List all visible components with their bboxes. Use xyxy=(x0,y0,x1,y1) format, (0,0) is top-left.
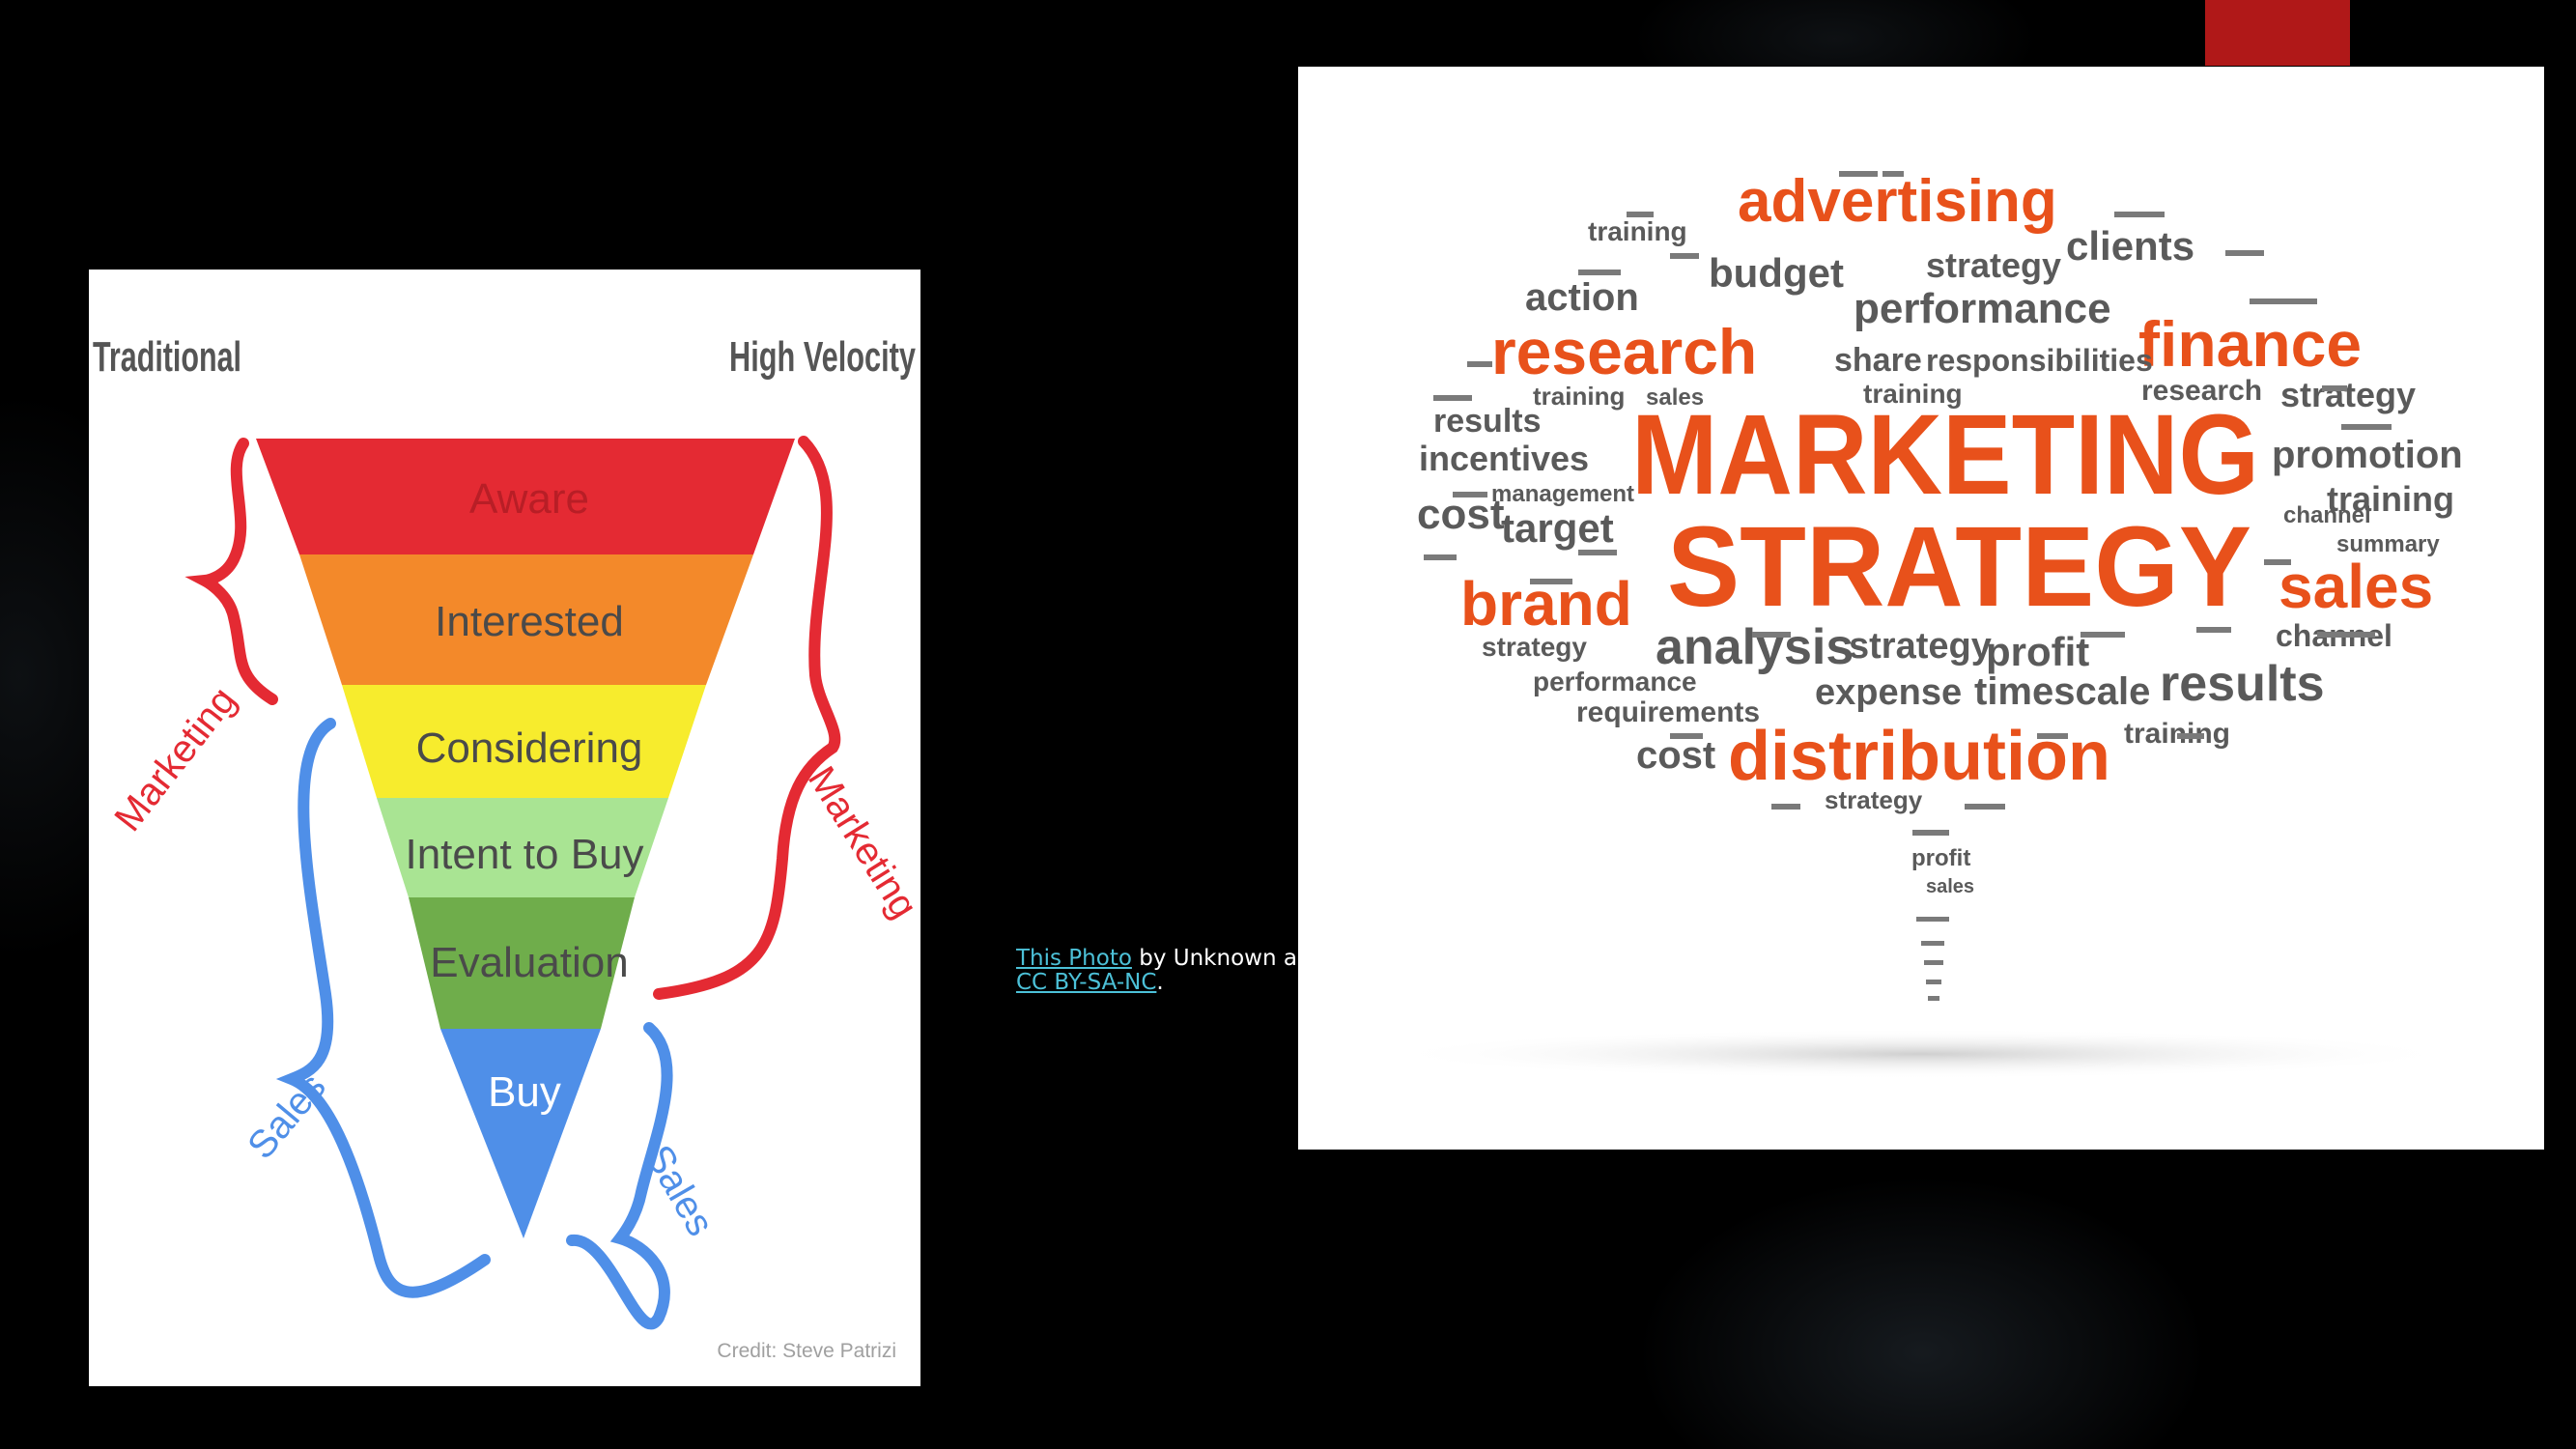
word-clients: clients xyxy=(2066,223,2194,269)
word-sales: sales xyxy=(1646,384,1704,411)
funnel-band-buy xyxy=(440,1029,601,1238)
cloud-shadow xyxy=(1380,1029,2462,1079)
word-distribution: distribution xyxy=(1728,718,2110,795)
headline-strategy: STRATEGY xyxy=(1667,503,2251,631)
word-performance: performance xyxy=(1854,285,2111,332)
word-training: training xyxy=(1533,382,1625,411)
word-budget: budget xyxy=(1709,250,1844,296)
funnel-band-evaluation xyxy=(409,897,635,1029)
photo-attribution: This Photo by Unknown au CC BY-SA-NC. xyxy=(1016,947,1298,995)
word-cloud: advertising clients training budget stra… xyxy=(1380,168,2463,1079)
filler-words xyxy=(1424,171,2392,1001)
word-advertising: advertising xyxy=(1738,168,2057,235)
word-cost: cost xyxy=(1636,734,1715,777)
word-cloud-image[interactable]: advertising clients training budget stra… xyxy=(1298,67,2544,1150)
left-marketing-brace xyxy=(184,438,278,705)
word-target: target xyxy=(1501,505,1614,551)
right-sales-label: Sales xyxy=(637,1138,722,1243)
left-marketing-label: Marketing xyxy=(106,679,244,838)
high-velocity-heading: High Velocity xyxy=(729,333,916,381)
word-sales: sales xyxy=(2279,552,2433,621)
word-training: training xyxy=(1863,379,1963,409)
stage-label: Aware xyxy=(469,475,589,523)
license-link[interactable]: CC BY-SA-NC xyxy=(1016,970,1157,995)
traditional-heading: Traditional xyxy=(93,333,241,381)
word-channel: channel xyxy=(2283,502,2371,528)
stage-label: Interested xyxy=(435,598,624,645)
funnel-image[interactable]: Traditional High Velocity Aware Interest… xyxy=(89,270,920,1386)
word-research: research xyxy=(1491,316,1757,387)
attribution-text: by Unknown au xyxy=(1131,947,1298,971)
right-sales-brace xyxy=(566,1022,673,1330)
funnel-band-aware xyxy=(256,439,795,554)
word-results: results xyxy=(1433,403,1542,440)
funnel-band-intent xyxy=(377,798,668,897)
left-sales-brace xyxy=(275,718,491,1298)
word-research: research xyxy=(2141,375,2262,407)
word-profit: profit xyxy=(1911,845,1970,871)
right-marketing-label: Marketing xyxy=(800,759,920,925)
stage-label: Evaluation xyxy=(430,939,628,986)
word-cost: cost xyxy=(1417,491,1505,538)
word-strategy: strategy xyxy=(1825,785,1923,814)
stage-label: Buy xyxy=(488,1068,561,1116)
word-training: training xyxy=(2327,479,2454,519)
word-incentives: incentives xyxy=(1419,439,1589,478)
word-expense: expense xyxy=(1815,672,1962,713)
word-requirements: requirements xyxy=(1576,696,1760,728)
word-promotion: promotion xyxy=(2272,434,2463,476)
headline-marketing: MARKETING xyxy=(1631,391,2259,519)
word-strategy: strategy xyxy=(1482,632,1587,662)
word-performance: performance xyxy=(1533,667,1697,696)
word-training: training xyxy=(1588,216,1687,246)
word-analysis: analysis xyxy=(1656,619,1854,675)
funnel-band-interested xyxy=(299,554,753,685)
accent-tab xyxy=(2205,0,2350,66)
word-responsibilities: responsibilities xyxy=(1926,343,2153,378)
funnel-band-considering xyxy=(342,685,706,798)
word-strategy: strategy xyxy=(1849,626,1992,667)
word-strategy: strategy xyxy=(1926,245,2061,285)
word-results: results xyxy=(2160,656,2325,712)
word-management: management xyxy=(1491,481,1634,507)
word-profit: profit xyxy=(1986,629,2089,674)
funnel-diagram: Traditional High Velocity Aware Interest… xyxy=(93,333,920,1362)
stage-label: Intent to Buy xyxy=(405,831,643,878)
right-marketing-brace xyxy=(653,436,841,1000)
word-strategy: strategy xyxy=(2280,375,2416,414)
word-timescale: timescale xyxy=(1974,670,2150,713)
stage-label: Considering xyxy=(416,724,643,772)
word-sales: sales xyxy=(1926,876,1974,897)
credit-text: Credit: Steve Patrizi xyxy=(717,1340,896,1362)
word-share: share xyxy=(1834,342,1922,379)
word-finance: finance xyxy=(2138,308,2362,380)
word-summary: summary xyxy=(2336,531,2440,557)
attribution-end: . xyxy=(1156,970,1164,995)
photo-link[interactable]: This Photo xyxy=(1016,947,1132,971)
word-action: action xyxy=(1525,276,1639,319)
